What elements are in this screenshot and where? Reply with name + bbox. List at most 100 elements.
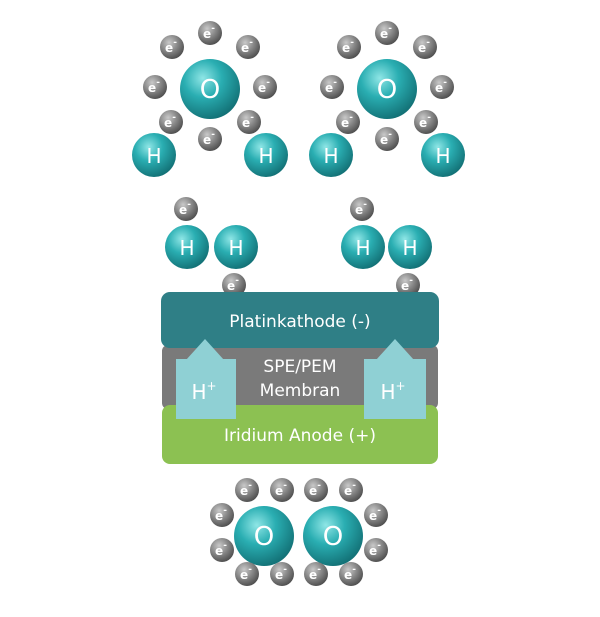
svg-text:e-: e-	[215, 541, 227, 558]
electron: e-	[413, 35, 437, 59]
svg-text:e-: e-	[275, 565, 287, 582]
svg-text:e-: e-	[203, 130, 215, 147]
cathode-label: Platinkathode (-)	[229, 312, 370, 332]
svg-text:e-: e-	[203, 24, 215, 41]
anode-layer	[162, 405, 438, 464]
electron: e-	[339, 562, 363, 586]
electron: e-	[143, 75, 167, 99]
electron: e-	[414, 110, 438, 134]
electron: e-	[222, 273, 246, 297]
oxygen-molecule-right: O	[303, 506, 363, 566]
electron: e-	[270, 478, 294, 502]
electrolysis-stack: Platinkathode (-) SPE/PEM Membran Iridiu…	[161, 292, 439, 464]
proton-arrow-left	[176, 339, 236, 419]
electron: e-	[235, 478, 259, 502]
hydrogen-left-h1-label: H	[179, 236, 194, 260]
water-left-hydrogen-left-label: H	[146, 144, 161, 168]
hydrogen-left-h2: H	[214, 225, 258, 269]
oxygen-molecule-right-label: O	[323, 522, 343, 552]
electron: e-	[364, 503, 388, 527]
electron: e-	[350, 197, 374, 221]
electron: e-	[253, 75, 277, 99]
water-left-hydrogen-right-label: H	[258, 144, 273, 168]
svg-text:e-: e-	[342, 38, 354, 55]
svg-text:e-: e-	[341, 113, 353, 130]
electron: e-	[320, 75, 344, 99]
electron: e-	[174, 197, 198, 221]
svg-text:e-: e-	[369, 506, 381, 523]
electron: e-	[304, 478, 328, 502]
hydrogen-left-h2-label: H	[228, 236, 243, 260]
svg-text:e-: e-	[325, 78, 337, 95]
water-right-hydrogen-right: H	[421, 133, 465, 177]
electron: e-	[375, 127, 399, 151]
water-left-hydrogen-left: H	[132, 133, 176, 177]
electron: e-	[270, 562, 294, 586]
svg-text:e-: e-	[418, 38, 430, 55]
electron: e-	[198, 127, 222, 151]
svg-text:e-: e-	[309, 565, 321, 582]
svg-text:e-: e-	[215, 506, 227, 523]
water-right-oxygen-label: O	[377, 75, 397, 105]
electron: e-	[237, 110, 261, 134]
water-left-hydrogen-right: H	[244, 133, 288, 177]
hydrogen-right-h2: H	[388, 225, 432, 269]
hydrogen-right-h1-label: H	[355, 236, 370, 260]
svg-text:e-: e-	[165, 38, 177, 55]
oxygen-molecule-left: O	[234, 506, 294, 566]
electron: e-	[375, 21, 399, 45]
electron: e-	[160, 35, 184, 59]
svg-text:e-: e-	[242, 113, 254, 130]
electron: e-	[210, 503, 234, 527]
svg-text:e-: e-	[369, 541, 381, 558]
svg-text:e-: e-	[164, 113, 176, 130]
svg-text:e-: e-	[380, 24, 392, 41]
hydrogen-left-h1: H	[165, 225, 209, 269]
hydrogen-right-h2-label: H	[402, 236, 417, 260]
svg-text:e-: e-	[435, 78, 447, 95]
electron: e-	[236, 35, 260, 59]
electron: e-	[336, 110, 360, 134]
svg-text:e-: e-	[275, 481, 287, 498]
svg-text:e-: e-	[401, 276, 413, 293]
svg-text:e-: e-	[380, 130, 392, 147]
electron: e-	[430, 75, 454, 99]
membrane-label-line2: Membran	[260, 381, 341, 401]
electron: e-	[364, 538, 388, 562]
svg-text:e-: e-	[148, 78, 160, 95]
proton-label-right: H+	[380, 379, 405, 404]
electron: e-	[235, 562, 259, 586]
svg-text:e-: e-	[419, 113, 431, 130]
svg-text:e-: e-	[179, 200, 191, 217]
electron: e-	[210, 538, 234, 562]
water-left-oxygen-label: O	[200, 75, 220, 105]
water-right-oxygen: O	[357, 59, 417, 119]
anode-label: Iridium Anode (+)	[224, 426, 376, 446]
electron: e-	[304, 562, 328, 586]
electron: e-	[396, 273, 420, 297]
proton-arrow-right	[364, 339, 426, 419]
svg-text:e-: e-	[258, 78, 270, 95]
svg-text:e-: e-	[344, 565, 356, 582]
hydrogen-right-h1: H	[341, 225, 385, 269]
cathode-layer	[161, 292, 439, 348]
water-right-hydrogen-right-label: H	[435, 144, 450, 168]
svg-text:e-: e-	[240, 565, 252, 582]
water-right-hydrogen-left-label: H	[323, 144, 338, 168]
electron: e-	[198, 21, 222, 45]
svg-text:e-: e-	[355, 200, 367, 217]
electron: e-	[339, 478, 363, 502]
proton-label-left: H+	[191, 379, 216, 404]
water-left-oxygen: O	[180, 59, 240, 119]
electron: e-	[159, 110, 183, 134]
membrane-label-line1: SPE/PEM	[263, 357, 336, 377]
svg-text:e-: e-	[227, 276, 239, 293]
svg-text:e-: e-	[309, 481, 321, 498]
svg-text:e-: e-	[344, 481, 356, 498]
water-right-hydrogen-left: H	[309, 133, 353, 177]
electron: e-	[337, 35, 361, 59]
svg-text:e-: e-	[241, 38, 253, 55]
oxygen-molecule-left-label: O	[254, 522, 274, 552]
